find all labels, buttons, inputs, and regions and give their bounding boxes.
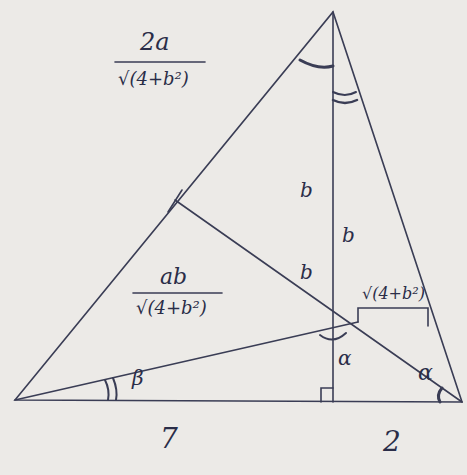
denominator: √(4+b²) <box>136 299 207 317</box>
length-label: 7 <box>160 425 178 453</box>
length-label: 2 <box>383 428 401 456</box>
tick <box>168 190 182 212</box>
denominator: √(4+b²) <box>118 70 189 88</box>
numerator: ab <box>160 266 187 288</box>
right-angle <box>321 388 333 402</box>
angle-mark <box>333 92 356 95</box>
segment-label: b <box>342 225 355 245</box>
side-length: √(4+b²) <box>362 286 425 302</box>
altitude <box>332 12 334 402</box>
fraction-bar <box>133 292 222 294</box>
angle-mark <box>300 60 333 67</box>
segment-label: b <box>300 262 313 282</box>
segment-label: b <box>300 180 313 200</box>
numerator: 2a <box>140 30 170 54</box>
angle-mark <box>105 380 109 400</box>
angle-mark <box>113 378 117 400</box>
angle-label: β <box>132 368 144 388</box>
angle-label: α <box>338 348 352 368</box>
angle-mark <box>438 388 442 402</box>
angle-label: α <box>418 362 433 384</box>
cevian-left <box>15 322 358 400</box>
angle-mark <box>333 100 357 103</box>
side-box <box>358 308 428 326</box>
fraction-bar <box>115 61 205 63</box>
triangle <box>15 12 462 402</box>
angle-mark <box>320 333 346 340</box>
cevian-right <box>175 200 462 402</box>
